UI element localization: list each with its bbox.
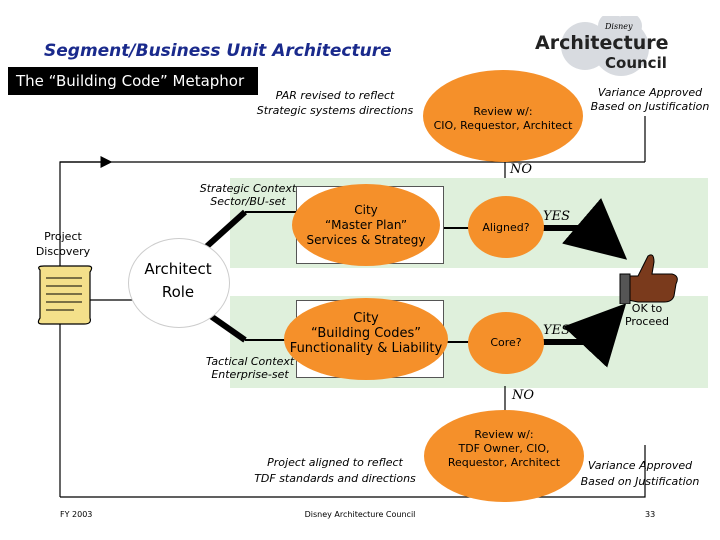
- architect-role-label: Architect Role: [144, 260, 212, 301]
- logo-brand: Disney: [605, 22, 633, 31]
- variance-top: Variance Approved Based on Justification: [590, 86, 710, 113]
- project-discovery-label: Project Discovery: [35, 230, 91, 258]
- aligned-label: Aligned?: [482, 221, 530, 234]
- architect-role-circle: [128, 238, 230, 328]
- architecture-council-logo: Disney Architecture Council: [533, 16, 683, 78]
- no-bottom-label: NO: [512, 388, 535, 403]
- scroll-document-icon: [37, 265, 93, 325]
- no-top-label: NO: [510, 162, 533, 177]
- footer-center: Disney Architecture Council: [304, 510, 416, 519]
- par-note: PAR revised to reflect Strategic systems…: [256, 89, 414, 117]
- ok-proceed-label: OK to Proceed: [624, 302, 670, 328]
- tactical-context-label: Tactical Context Enterprise-set: [205, 355, 295, 381]
- yes-bottom-label: YES: [543, 323, 570, 338]
- logo-line2: Council: [605, 54, 667, 72]
- thumbs-up-icon: [619, 254, 678, 304]
- logo-line1: Architecture: [535, 32, 669, 54]
- aligned-circle: [468, 196, 544, 258]
- core-label: Core?: [490, 336, 522, 349]
- master-plan-label: City “Master Plan” Services & Strategy: [306, 203, 426, 247]
- yes-top-label: YES: [543, 209, 570, 224]
- review-top-label: Review w/: CIO, Requestor, Architect: [433, 105, 573, 132]
- review-bottom-circle: [424, 410, 584, 502]
- building-codes-label: City “Building Codes” Functionality & Li…: [289, 311, 443, 356]
- page-title: Segment/Business Unit Architecture: [44, 41, 392, 61]
- review-top-circle: [423, 70, 583, 162]
- variance-bottom: Variance Approved Based on Justification: [580, 459, 700, 488]
- master-plan-circle: [292, 184, 440, 266]
- building-codes-circle: [284, 298, 448, 380]
- project-aligned-note: Project aligned to reflect TDF standards…: [254, 456, 416, 485]
- footer-year: FY 2003: [60, 510, 93, 519]
- footer-page-number: 33: [645, 510, 656, 519]
- strategic-context-label: Strategic Context Sector/BU-set: [199, 182, 297, 208]
- review-bottom-label: Review w/: TDF Owner, CIO, Requestor, Ar…: [447, 428, 561, 469]
- metaphor-banner: The “Building Code” Metaphor: [8, 67, 258, 95]
- core-circle: [468, 312, 544, 374]
- mickey-icon: [561, 16, 649, 76]
